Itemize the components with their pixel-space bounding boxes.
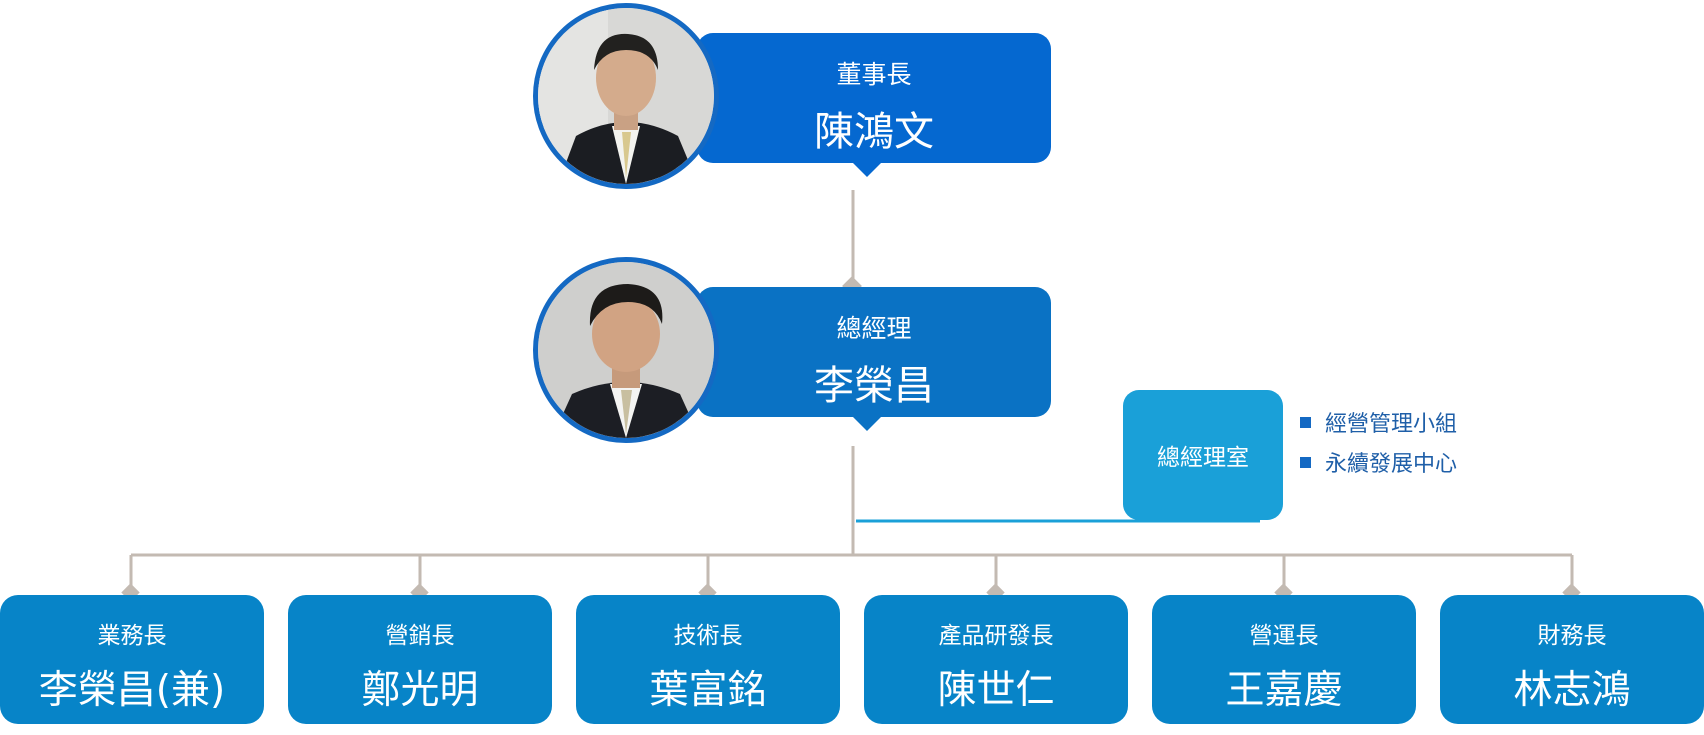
department-head-name: 林志鴻 — [1513, 668, 1631, 713]
department-title: 業務長 — [97, 623, 167, 649]
square-bullet-icon — [1300, 456, 1311, 468]
gm-office-unit-list: 經營管理小組 永續發展中心 — [1300, 402, 1457, 482]
gm-office-unit: 永續發展中心 — [1300, 442, 1457, 482]
general-manager-title: 總經理 — [836, 314, 912, 343]
department-box-operations: 營運長 王嘉慶 — [1152, 595, 1416, 724]
gm-office-label: 總經理室 — [1157, 445, 1249, 471]
chairman-title: 董事長 — [836, 60, 912, 89]
chairman-name: 陳鴻文 — [814, 109, 934, 155]
department-box-rnd: 產品研發長 陳世仁 — [864, 595, 1128, 724]
department-head-name: 王嘉慶 — [1225, 668, 1343, 713]
general-manager-name: 李榮昌 — [814, 363, 934, 409]
department-drops — [129, 555, 1574, 590]
gm-office-unit: 經營管理小組 — [1300, 402, 1457, 442]
chairman-box: 董事長 陳鴻文 — [697, 33, 1051, 177]
general-manager-pointer — [853, 417, 881, 431]
general-manager-photo — [533, 257, 719, 443]
department-title: 產品研發長 — [938, 623, 1054, 649]
gm-office-box: 總經理室 — [1123, 390, 1283, 520]
department-box-finance: 財務長 林志鴻 — [1440, 595, 1704, 724]
department-title: 營銷長 — [385, 623, 455, 649]
department-title: 營運長 — [1249, 623, 1319, 649]
department-title: 技術長 — [673, 623, 743, 649]
department-head-name: 鄭光明 — [361, 668, 479, 713]
chairman-photo — [533, 3, 719, 189]
department-head-name: 李榮昌(兼) — [38, 668, 226, 713]
department-head-name: 葉富銘 — [649, 668, 767, 713]
department-head-name: 陳世仁 — [937, 668, 1055, 713]
chairman-pointer — [853, 163, 881, 177]
square-bullet-icon — [1300, 416, 1311, 428]
department-box-sales: 業務長 李榮昌(兼) — [0, 595, 264, 724]
department-title: 財務長 — [1537, 623, 1607, 649]
department-box-marketing: 營銷長 鄭光明 — [288, 595, 552, 724]
department-box-technology: 技術長 葉富銘 — [576, 595, 840, 724]
general-manager-box: 總經理 李榮昌 — [697, 287, 1051, 431]
